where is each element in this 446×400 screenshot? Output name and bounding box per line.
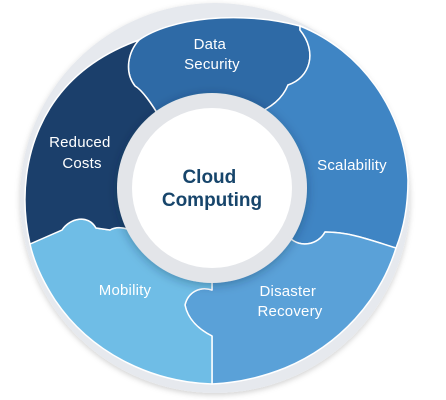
segment-labels: Data Security Scalability Disaster Recov…: [49, 36, 387, 320]
label-scalability: Scalability: [317, 157, 387, 174]
center-hub: Cloud Computing: [117, 93, 307, 283]
label-mobility: Mobility: [99, 282, 152, 299]
label-reduced-costs: Reduced Costs: [49, 134, 115, 172]
label-disaster-recovery: Disaster Recovery: [258, 283, 323, 320]
label-data-security: Data Security: [184, 36, 240, 73]
center-title: Cloud Computing: [162, 167, 262, 211]
hub-inner-disc: [132, 108, 292, 268]
